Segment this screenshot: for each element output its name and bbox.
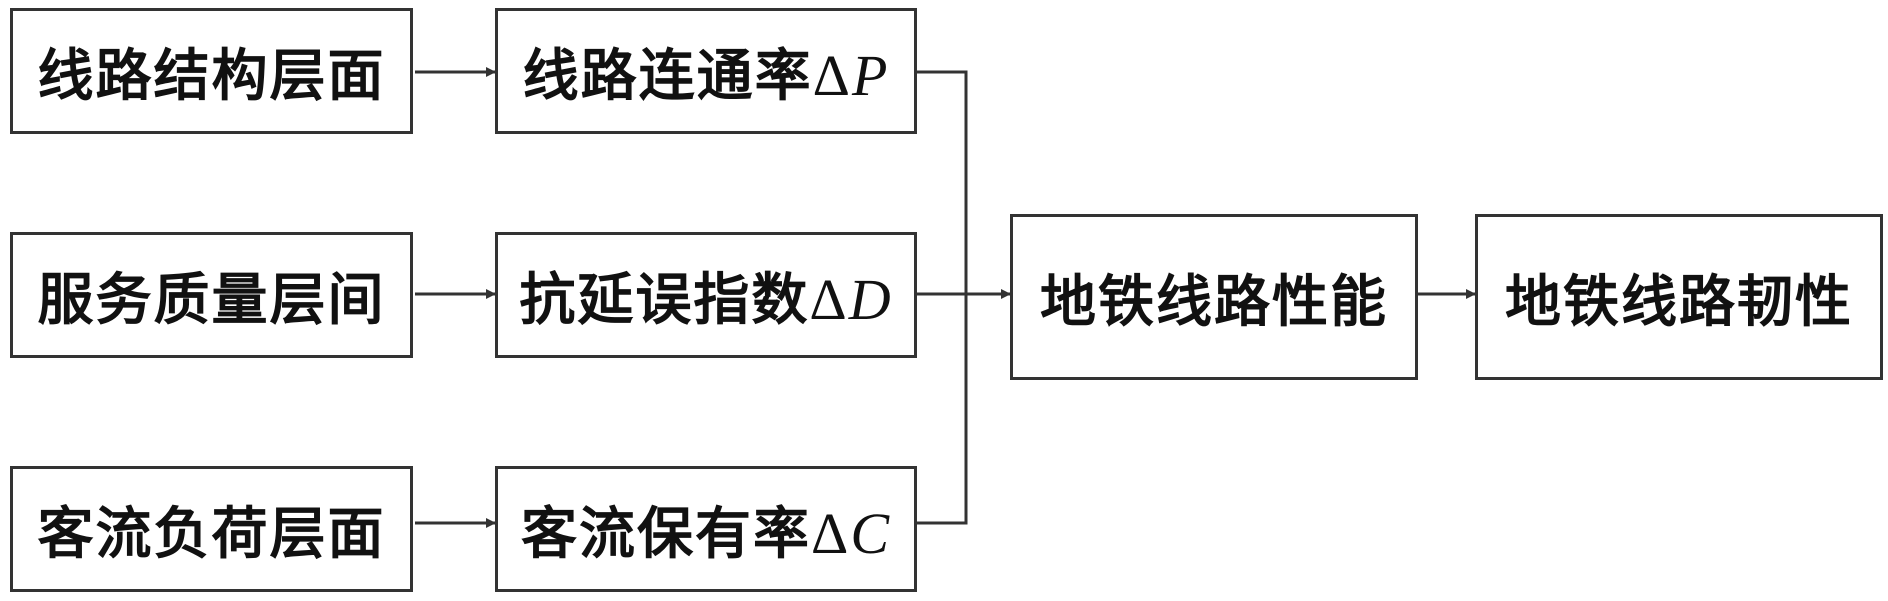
metric-symbol-delay: D [848, 266, 893, 332]
metric-box-connectivity: 线路连通率ΔP [495, 8, 917, 134]
level-label-service: 服务质量层间 [37, 267, 386, 333]
level-box-service: 服务质量层间 [10, 232, 413, 358]
metric-text-connectivity: 线路连通率 [522, 43, 813, 109]
metric-delta-retention: Δ [811, 500, 851, 566]
metric-text-delay: 抗延误指数 [519, 267, 810, 333]
level-label-passenger: 客流负荷层面 [37, 501, 386, 567]
performance-box: 地铁线路性能 [1010, 214, 1418, 380]
level-box-structure: 线路结构层面 [10, 8, 413, 134]
metric-symbol-connectivity: P [851, 42, 890, 108]
metric-label-retention: 客流保有率ΔC [521, 489, 891, 570]
metric-delta-connectivity: Δ [812, 42, 852, 108]
level-box-passenger: 客流负荷层面 [10, 466, 413, 592]
performance-label: 地铁线路性能 [1040, 269, 1388, 335]
resilience-label: 地铁线路韧性 [1505, 269, 1853, 335]
metric-label-connectivity: 线路连通率ΔP [523, 31, 890, 112]
resilience-box: 地铁线路韧性 [1475, 214, 1883, 380]
metric-box-retention: 客流保有率ΔC [495, 466, 917, 592]
metric-delta-delay: Δ [809, 266, 849, 332]
metric-box-delay: 抗延误指数ΔD [495, 232, 917, 358]
metric-text-retention: 客流保有率 [521, 501, 811, 567]
metric-label-delay: 抗延误指数ΔD [519, 255, 892, 336]
connector-retention-to-bus [917, 294, 968, 525]
metric-symbol-retention: C [850, 500, 891, 566]
connector-connectivity-to-bus [917, 70, 968, 294]
level-label-structure: 线路结构层面 [37, 43, 386, 109]
